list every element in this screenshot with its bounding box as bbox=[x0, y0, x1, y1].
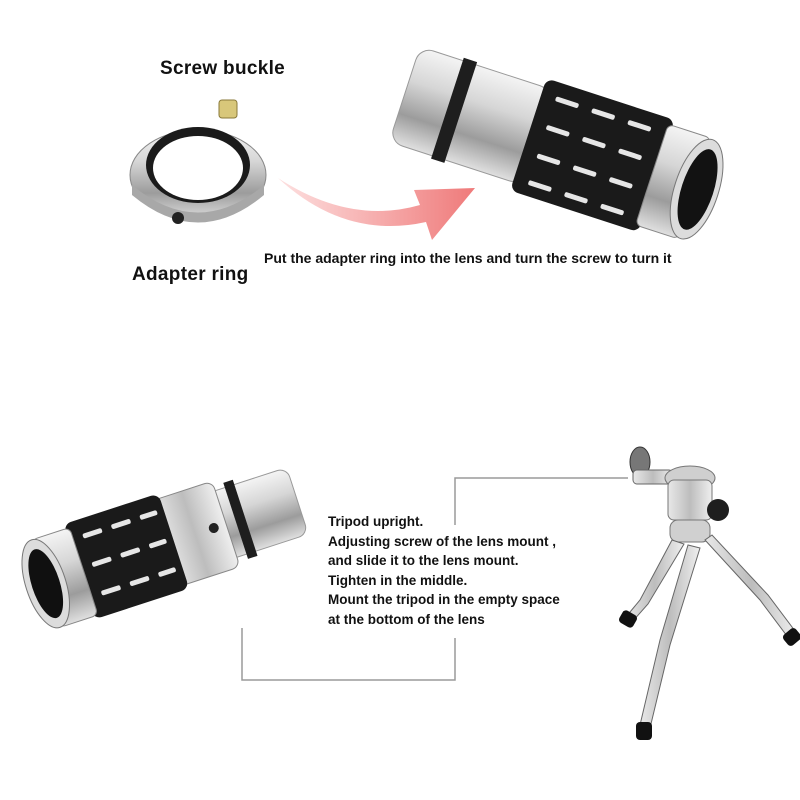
telephoto-lens-top bbox=[392, 49, 724, 240]
tripod-image bbox=[619, 446, 800, 740]
instruction-line: Adjusting screw of the lens mount , bbox=[328, 533, 557, 549]
connector-line-left bbox=[241, 628, 456, 681]
screw-knob bbox=[218, 99, 238, 119]
adapter-ring-image bbox=[129, 99, 267, 224]
instruction-line: at the bottom of the lens bbox=[328, 611, 485, 627]
step2-instructions: Tripod upright. Adjusting screw of the l… bbox=[328, 512, 560, 629]
telephoto-lens-bottom bbox=[21, 469, 307, 629]
instruction-line: Mount the tripod in the empty space bbox=[328, 592, 560, 607]
step1-instruction: Put the adapter ring into the lens and t… bbox=[264, 250, 672, 266]
adapter-ring-label: Adapter ring bbox=[132, 264, 249, 285]
instruction-line: and slide it to the lens mount. bbox=[328, 553, 519, 568]
instruction-line: Tripod upright. bbox=[328, 514, 424, 529]
instruction-line: Tighten in the middle. bbox=[328, 572, 468, 588]
connector-line-right bbox=[454, 477, 628, 525]
screw-buckle-label: Screw buckle bbox=[160, 58, 286, 79]
pink-arrow bbox=[278, 178, 475, 240]
